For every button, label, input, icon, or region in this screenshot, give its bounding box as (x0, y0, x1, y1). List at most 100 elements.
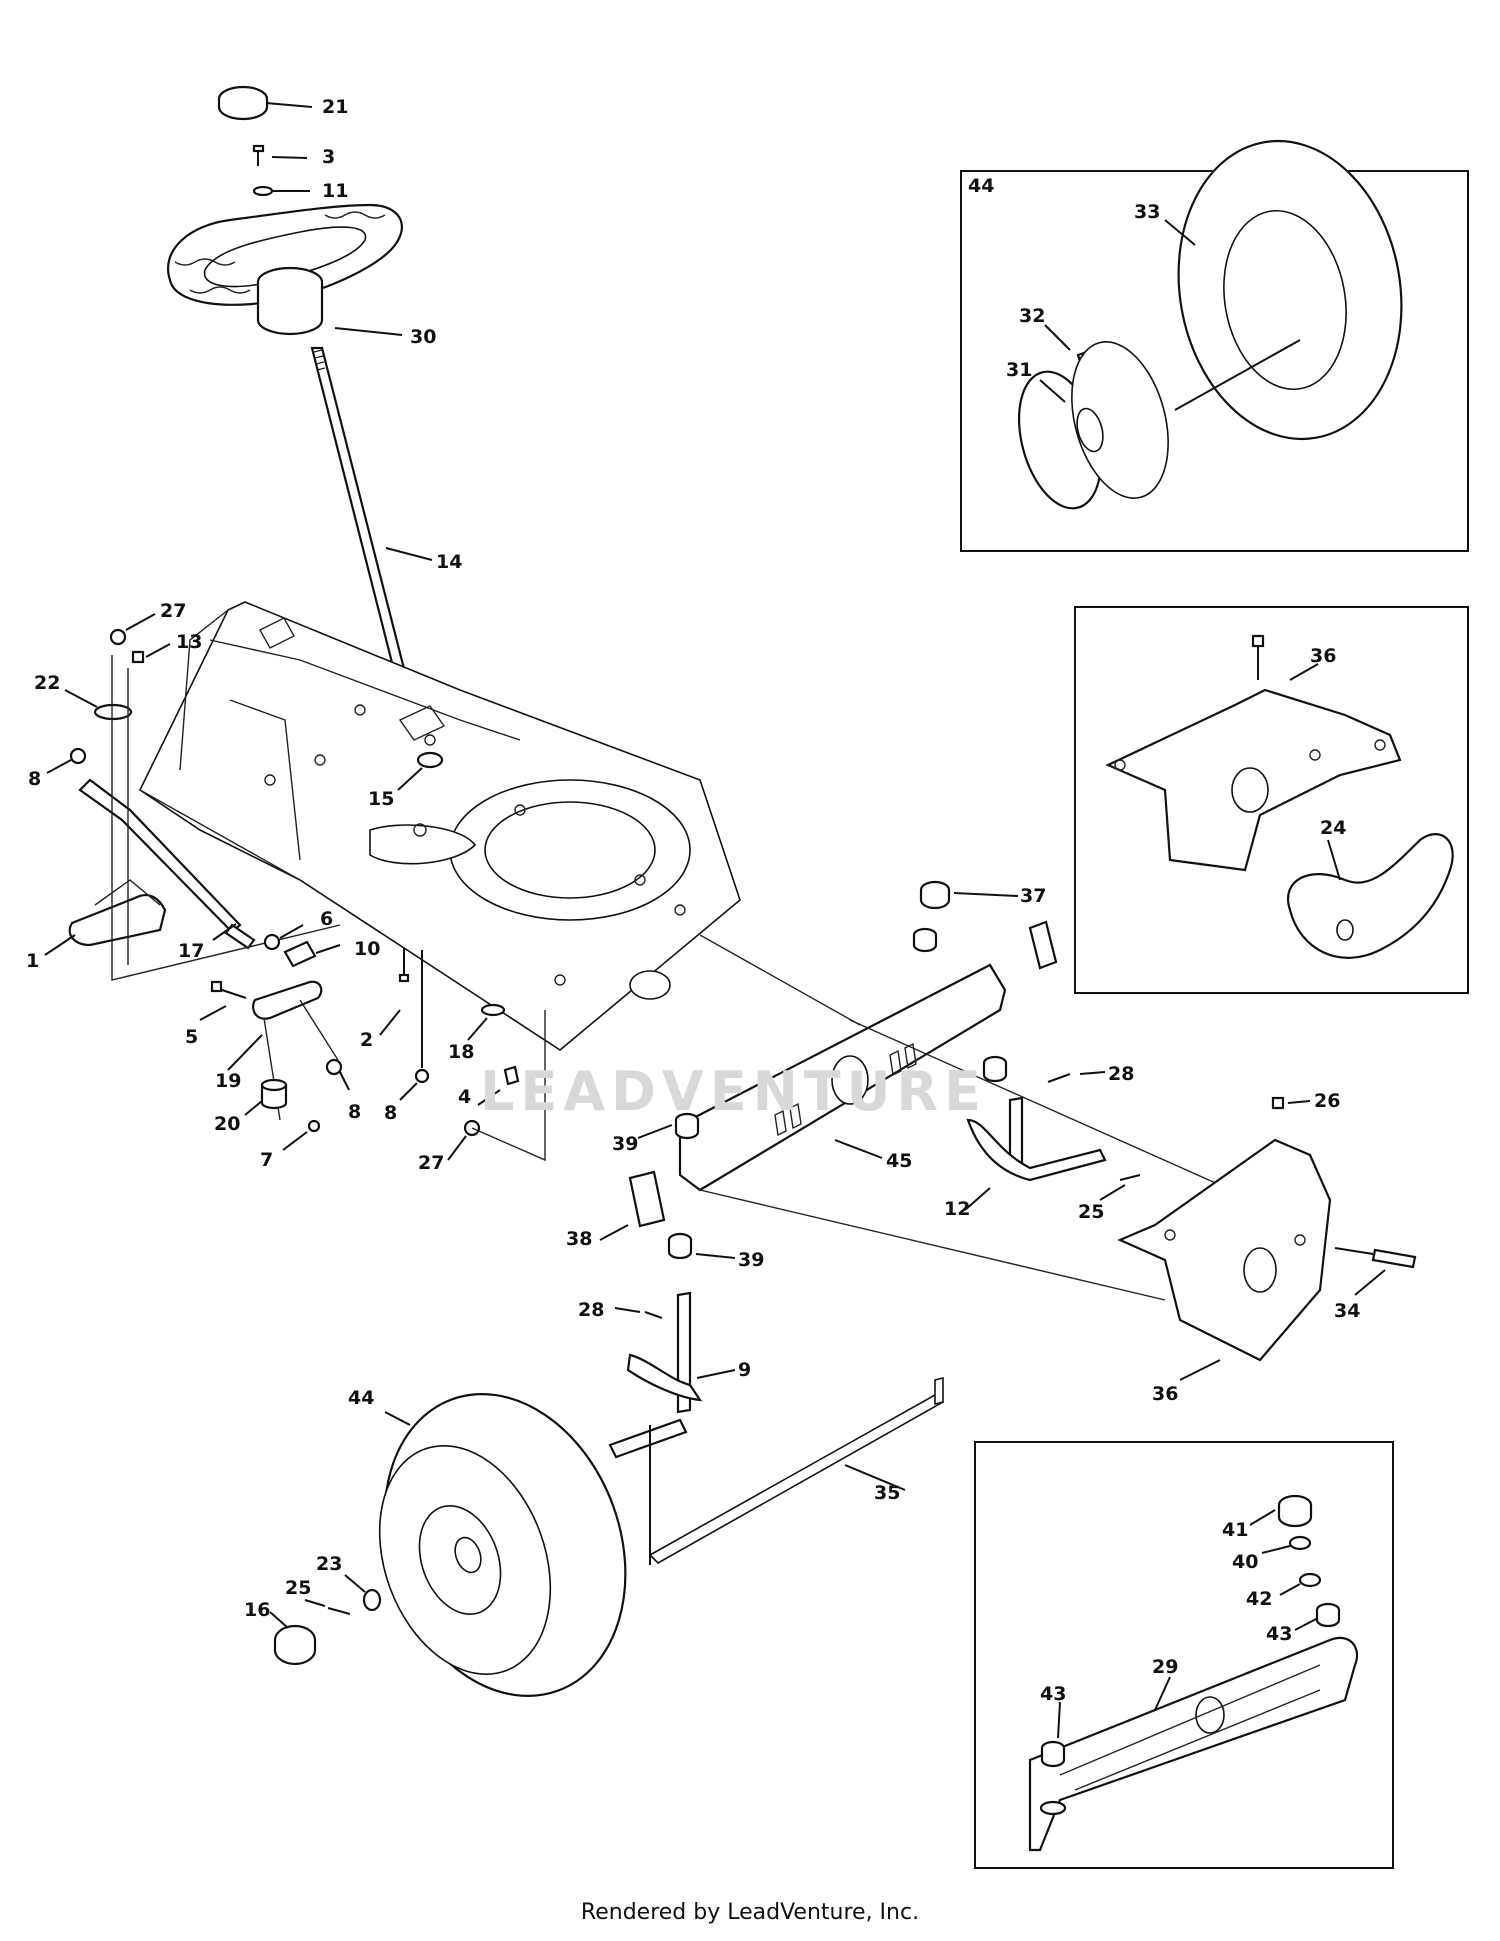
screw-3 (252, 144, 308, 166)
callout-6: 6 (320, 908, 333, 930)
callout-38: 38 (566, 1228, 592, 1250)
callout-44-inset: 44 (968, 175, 994, 197)
callout-39-low: 39 (738, 1249, 764, 1271)
callout-8-left: 8 (28, 768, 41, 790)
callout-30: 30 (410, 326, 436, 348)
nut-6 (263, 924, 304, 951)
pitman-arm-19 (227, 980, 339, 1121)
callout-36-lower: 36 (1152, 1383, 1178, 1405)
steering-wheel-cap (217, 85, 313, 121)
gear-15 (397, 751, 444, 791)
callout-2: 2 (360, 1029, 373, 1051)
leader-36-lower (1179, 1359, 1221, 1381)
cotter-25-right (1099, 1174, 1141, 1201)
footer-credit: Rendered by LeadVenture, Inc. (580, 1900, 920, 1925)
bushing-43-top (1294, 1602, 1341, 1631)
callout-40: 40 (1232, 1551, 1258, 1573)
bushing-39-top (637, 1112, 700, 1140)
callout-13: 13 (176, 631, 202, 653)
callout-39-top: 39 (612, 1133, 638, 1155)
bushing-right (982, 1055, 1008, 1083)
bushing-43-low (1040, 1701, 1066, 1768)
callout-12: 12 (944, 1198, 970, 1220)
sector-gear (44, 879, 167, 956)
spindle-9 (608, 1291, 736, 1565)
bracket-36-lower (1117, 1138, 1332, 1362)
callout-8-low: 8 (384, 1102, 397, 1124)
bolt-26 (1271, 1096, 1311, 1110)
callout-16: 16 (244, 1599, 270, 1621)
front-wheel-44 (378, 1393, 627, 1697)
watermark: LEADVENTURE (480, 1060, 987, 1123)
sleeve-top (1028, 920, 1058, 970)
bracket-lines-left (111, 655, 341, 981)
callout-44-wheel: 44 (348, 1387, 374, 1409)
bolt-36-top (1251, 634, 1265, 680)
callout-41: 41 (1222, 1519, 1248, 1541)
callout-32: 32 (1019, 305, 1045, 327)
tractor-frame (138, 601, 741, 1051)
washer-42 (1279, 1572, 1322, 1596)
callout-11: 11 (322, 180, 348, 202)
callout-27-top: 27 (160, 600, 186, 622)
callout-9: 9 (738, 1359, 751, 1381)
cap-37 (919, 880, 1019, 910)
plate-24 (1287, 833, 1454, 959)
bolt-13 (131, 643, 171, 664)
fitting-10 (283, 940, 341, 968)
washer-23 (344, 1574, 382, 1612)
callout-3: 3 (322, 146, 335, 168)
callout-19: 19 (215, 1070, 241, 1092)
callout-14: 14 (436, 551, 462, 573)
bolt-2 (379, 948, 410, 1036)
callout-42: 42 (1246, 1588, 1272, 1610)
callout-26: 26 (1314, 1090, 1340, 1112)
bolt-34 (1334, 1247, 1417, 1296)
callout-29: 29 (1152, 1656, 1178, 1678)
washer-22 (64, 689, 133, 721)
steering-wheel (167, 203, 403, 336)
nut-27-low (447, 1010, 546, 1162)
callout-35: 35 (874, 1482, 900, 1504)
bushing-39-low (667, 1232, 736, 1260)
washer-11 (252, 185, 310, 197)
ring-40 (1261, 1535, 1312, 1554)
callout-25-right: 25 (1078, 1201, 1104, 1223)
callout-18: 18 (448, 1041, 474, 1063)
pin-28-top (1047, 1071, 1106, 1083)
callout-33: 33 (1134, 201, 1160, 223)
nut-8-low (399, 950, 430, 1101)
callout-43-top: 43 (1266, 1623, 1292, 1645)
nut-8-left (46, 747, 87, 774)
callout-28-top: 28 (1108, 1063, 1134, 1085)
callout-43-low: 43 (1040, 1683, 1066, 1705)
callout-22: 22 (34, 672, 60, 694)
sleeve-38 (599, 1170, 666, 1241)
washer-18 (467, 1003, 506, 1041)
callout-24: 24 (1320, 817, 1346, 839)
callout-37: 37 (1020, 885, 1046, 907)
nut-27-top (109, 613, 156, 646)
pin-28-low (614, 1307, 663, 1319)
callout-31: 31 (1006, 359, 1032, 381)
bracket-36-upper (1105, 663, 1402, 872)
callout-7: 7 (260, 1149, 273, 1171)
callout-15: 15 (368, 788, 394, 810)
spacer-20 (244, 1078, 288, 1116)
callout-45: 45 (886, 1150, 912, 1172)
nut-8-mid (325, 1058, 350, 1091)
axle-29 (1028, 1636, 1358, 1852)
callout-5: 5 (185, 1026, 198, 1048)
callout-8-mid: 8 (348, 1101, 361, 1123)
inset-bracket (1074, 606, 1469, 994)
cap-41 (1249, 1494, 1313, 1528)
nut-7 (282, 1119, 321, 1151)
callout-1: 1 (26, 950, 39, 972)
callout-23: 23 (316, 1553, 342, 1575)
front-axle-45 (678, 934, 1221, 1301)
callout-17: 17 (178, 940, 204, 962)
tire-33 (1164, 139, 1403, 441)
callout-28-low: 28 (578, 1299, 604, 1321)
callout-10: 10 (354, 938, 380, 960)
